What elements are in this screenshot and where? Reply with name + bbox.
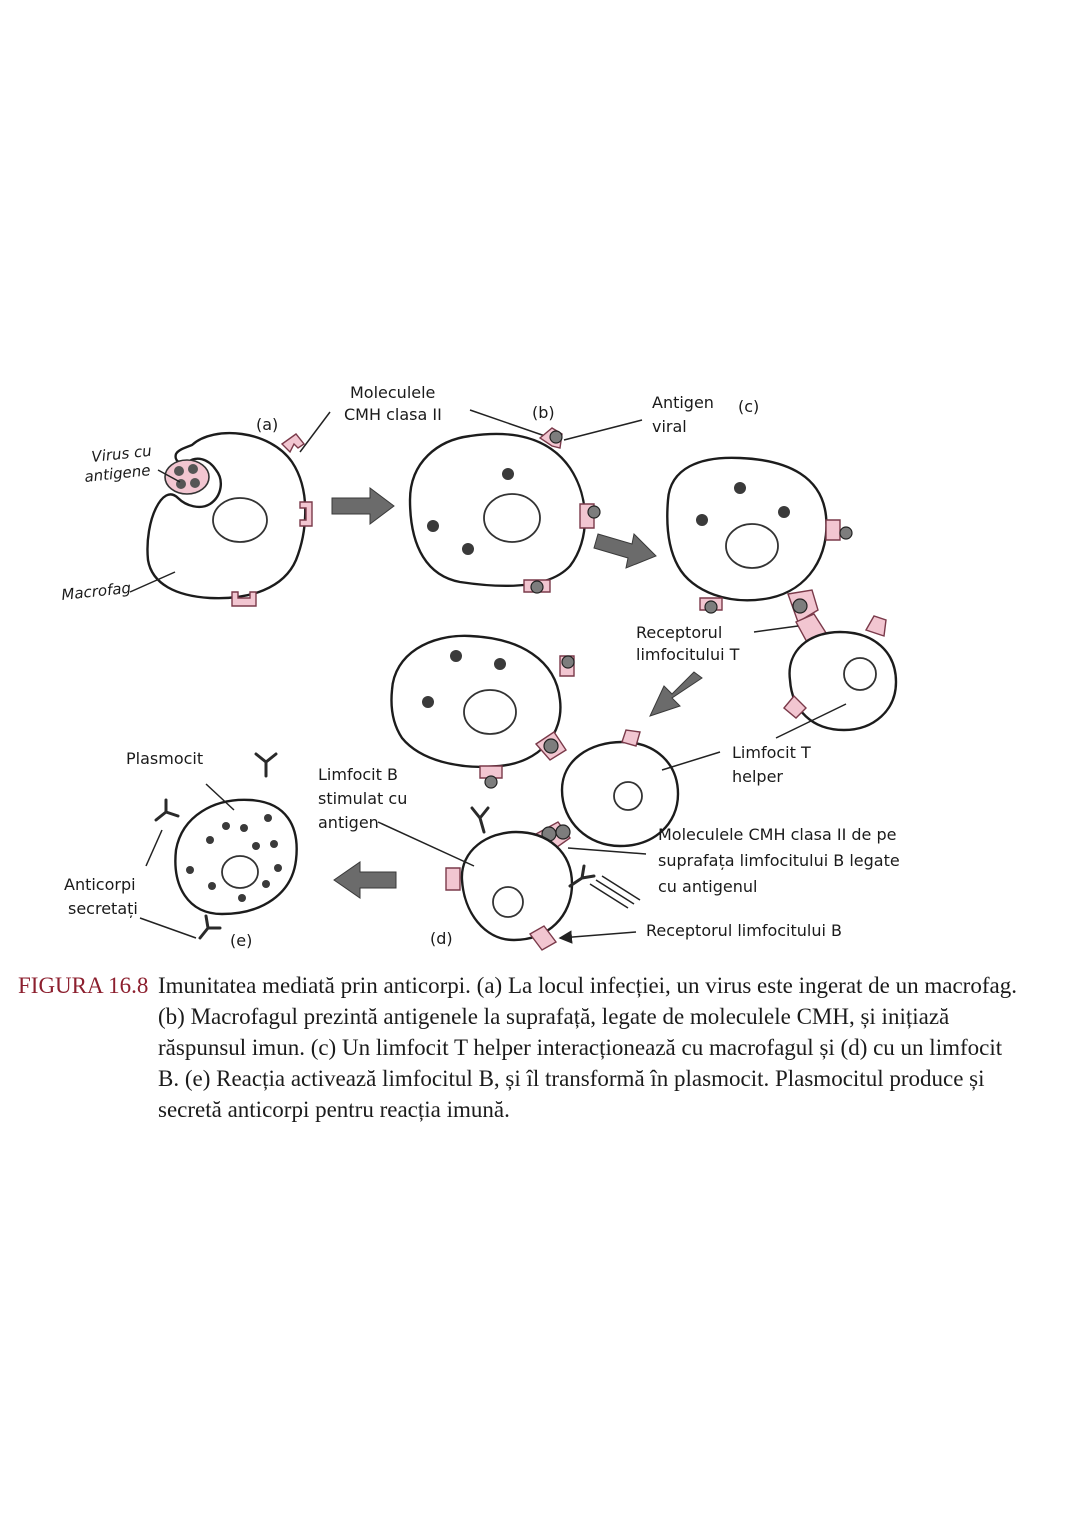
label-limfocit-b-line2: stimulat cu xyxy=(318,789,407,808)
label-e: (e) xyxy=(230,931,252,950)
cmh-leader-b xyxy=(469,409,549,438)
t-helper-c xyxy=(783,615,898,732)
macrophage-t-bridge xyxy=(534,731,567,761)
cmh-antigen-c1 xyxy=(825,519,853,541)
antibody-icon xyxy=(154,798,180,822)
cmh-antigen-c2 xyxy=(699,597,723,614)
arrow-a-to-b xyxy=(331,487,395,525)
cmh-antigen-b2 xyxy=(579,503,601,529)
tcr-c2 xyxy=(783,694,807,719)
label-b: (b) xyxy=(532,403,555,422)
cytoplasm-dot xyxy=(696,514,708,526)
bcr-d1 xyxy=(445,867,461,891)
macrophage-d xyxy=(390,634,575,789)
cmh-antigen-d2 xyxy=(479,765,503,789)
cmh-antigen-b3 xyxy=(523,579,551,594)
bcr-d2 xyxy=(528,925,558,951)
label-receptor-t-line1: Receptorul xyxy=(636,623,722,642)
cytoplasm-dot xyxy=(502,468,514,480)
antibody-icon xyxy=(254,752,278,778)
cytoplasm-dot xyxy=(462,543,474,555)
antibody-receptor-icon xyxy=(470,806,596,888)
receptor-t-leader xyxy=(753,625,799,633)
macrophage-nucleus xyxy=(212,497,268,543)
anticorpi-leader-2 xyxy=(139,917,197,939)
label-antigen-line1: Antigen xyxy=(652,393,714,412)
t-helper-d xyxy=(534,729,680,853)
label-cmh-line1: Moleculele xyxy=(350,383,435,402)
label-cmh-b-line2: suprafața limfocitului B legate xyxy=(658,851,900,870)
plasmocit-leader xyxy=(205,783,235,811)
cmh-receptor-a1 xyxy=(280,433,306,454)
b-lymphocyte-membrane xyxy=(460,830,574,942)
limfocit-t-leader-1 xyxy=(661,751,721,771)
label-plasmocit: Plasmocit xyxy=(126,749,203,768)
antibody-icon xyxy=(198,914,222,940)
arrow-c-to-d xyxy=(649,671,703,717)
label-d: (d) xyxy=(430,929,453,948)
cytoplasm-dot xyxy=(422,696,434,708)
macrophage-c xyxy=(666,456,853,645)
t-helper-c-nucleus xyxy=(843,657,877,691)
macrophage-d-nucleus xyxy=(463,689,517,735)
plasmocyte-granules xyxy=(186,814,282,902)
label-anticorpi-line2: secretați xyxy=(68,899,138,918)
cytoplasm-dot xyxy=(494,658,506,670)
cmh-leader-a xyxy=(299,411,331,453)
label-limfocit-t-line1: Limfocit T xyxy=(732,743,811,762)
tcr-d1 xyxy=(621,729,641,747)
macrofag-leader xyxy=(129,571,176,593)
label-anticorpi-line1: Anticorpi xyxy=(64,875,136,894)
tcr-c1 xyxy=(864,615,887,637)
cytoplasm-dot xyxy=(427,520,439,532)
label-cmh-b-line3: cu antigenul xyxy=(658,877,757,896)
t-helper-c-membrane xyxy=(788,630,898,732)
cmh-receptor-a2 xyxy=(299,501,313,527)
antigen-strands-icon xyxy=(589,875,641,909)
label-limfocit-t-line2: helper xyxy=(732,767,783,786)
antigen-leader xyxy=(563,419,643,441)
virus-leader xyxy=(157,469,181,483)
b-lymphocyte-nucleus xyxy=(492,886,524,918)
plasmocyte-nucleus xyxy=(221,855,259,889)
label-cmh-line2: CMH clasa II xyxy=(344,405,442,424)
cmh-antigen-b1 xyxy=(538,427,563,449)
label-limfocit-b-line1: Limfocit B xyxy=(318,765,398,784)
t-helper-d-nucleus xyxy=(613,781,643,811)
plasmocyte-e xyxy=(174,798,298,916)
label-cmh-b-line1: Moleculele CMH clasa II de pe xyxy=(658,825,896,844)
label-c: (c) xyxy=(738,397,759,416)
macrophage-b xyxy=(408,427,601,594)
label-receptor-t-line2: limfocitului T xyxy=(636,645,740,664)
macrophage-b-nucleus xyxy=(483,493,541,543)
anticorpi-leader-1 xyxy=(145,829,163,867)
macrophage-a xyxy=(146,431,313,607)
limfocit-t-leader-2 xyxy=(775,703,847,739)
label-a: (a) xyxy=(256,415,278,434)
figure-caption: FIGURA 16.8 Imunitatea mediată prin anti… xyxy=(18,970,1018,1125)
cytoplasm-dot xyxy=(450,650,462,662)
cytoplasm-dot xyxy=(734,482,746,494)
receptor-b-leader xyxy=(558,930,637,944)
cmh-receptor-a3 xyxy=(231,591,257,607)
label-receptor-b: Receptorul limfocitului B xyxy=(646,921,842,940)
b-lymphocyte-d xyxy=(445,806,641,951)
label-antigen-line2: viral xyxy=(652,417,687,436)
caption-text: Imunitatea mediată prin anticorpi. (a) L… xyxy=(158,973,1017,1122)
arrow-b-to-c xyxy=(593,532,657,569)
macrophage-c-nucleus xyxy=(725,523,779,569)
cmh-b-leader xyxy=(567,847,647,855)
cmh-antigen-d1 xyxy=(559,655,575,677)
cytoplasm-dot xyxy=(778,506,790,518)
label-limfocit-b-line3: antigen xyxy=(318,813,379,832)
arrow-d-to-e xyxy=(333,861,397,899)
caption-label: FIGURA 16.8 xyxy=(18,973,149,998)
limfocit-b-leader xyxy=(377,821,475,867)
